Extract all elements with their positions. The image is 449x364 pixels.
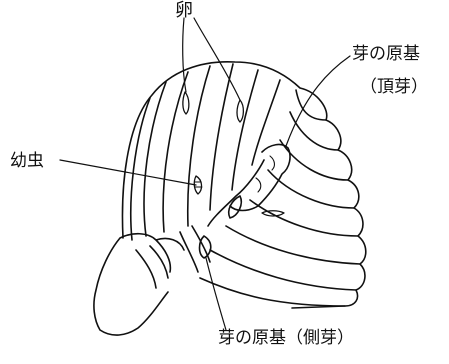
band-8	[200, 278, 345, 306]
egg-2	[237, 100, 243, 122]
shoot-lower	[208, 160, 264, 226]
leader-larva	[60, 160, 196, 185]
scale-outline	[122, 62, 365, 308]
leader-egg-2	[194, 18, 240, 100]
label-egg: 卵	[175, 2, 193, 20]
shoot-upper	[230, 145, 290, 211]
ridge-5	[210, 64, 233, 210]
ridge-4	[188, 66, 210, 226]
band-1	[296, 90, 326, 120]
label-apical-bud: （頂芽）	[360, 79, 428, 96]
band-7	[210, 250, 356, 290]
band-6	[226, 226, 360, 264]
ridge-1	[131, 98, 150, 240]
hand	[94, 234, 184, 335]
lateral-stem	[180, 226, 210, 272]
leader-lateral	[206, 258, 226, 330]
ridge-7	[252, 80, 280, 165]
lateral-bud	[200, 236, 211, 258]
egg-1	[183, 92, 189, 114]
band-5	[250, 200, 358, 236]
ridge-6	[232, 70, 258, 190]
shoot-node	[229, 196, 242, 218]
label-larva: 幼虫	[10, 153, 44, 170]
label-lateral-bud-primordium: 芽の原基（側芽）	[218, 330, 354, 347]
leader-apical	[286, 56, 350, 146]
label-apical-bud-primordium: 芽の原基	[352, 46, 420, 63]
